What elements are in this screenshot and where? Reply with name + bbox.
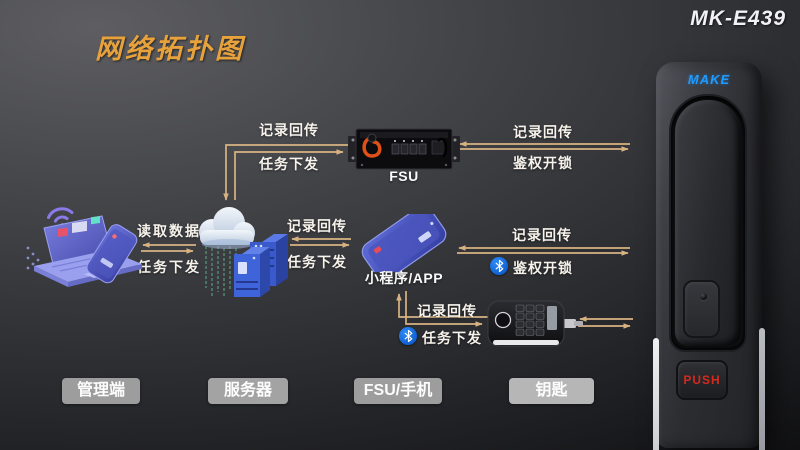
management-terminal-icon [22, 190, 152, 298]
label-phone-key-up: 记录回传 [417, 303, 477, 319]
push-button: PUSH [676, 360, 728, 400]
fsu-device-label: FSU [389, 168, 419, 184]
label-phone-lock-up: 记录回传 [512, 227, 572, 243]
fsu-device-icon [348, 126, 460, 172]
badge-key: 钥匙 [509, 378, 594, 404]
label-cloud-fsu-down: 任务下发 [259, 156, 319, 172]
label-phone-lock-down: 鉴权开锁 [513, 260, 573, 276]
miniapp-label: 小程序/APP [364, 270, 444, 286]
keyhole-icon [700, 293, 707, 300]
label-cloud-fsu-up: 记录回传 [259, 122, 319, 138]
label-server-phone-down: 任务下发 [287, 254, 347, 270]
badge-management: 管理端 [62, 378, 140, 404]
label-fsu-lock-down: 鉴权开锁 [513, 155, 573, 171]
miniapp-phone-icon [352, 205, 456, 281]
smartphone-icon [86, 224, 138, 284]
bluetooth-icon [490, 257, 508, 275]
bluetooth-icon [399, 327, 417, 345]
label-server-phone-up: 记录回传 [287, 218, 347, 234]
brand-logo: MAKE [687, 72, 731, 87]
key-device-icon [486, 296, 586, 352]
product-model: MK-E439 [690, 7, 786, 30]
lock-edge-highlight [653, 338, 659, 450]
data-stream [205, 246, 237, 298]
server-icon [234, 247, 270, 297]
label-fsu-lock-up: 记录回传 [513, 124, 573, 140]
badge-server: 服务器 [208, 378, 288, 404]
lock-cylinder-plate [683, 280, 720, 338]
label-phone-key-down: 任务下发 [422, 330, 482, 346]
cloud-icon [199, 207, 255, 249]
label-admin-server-down: 任务下发 [137, 259, 201, 275]
badge-fsu-phone: FSU/手机 [354, 378, 442, 404]
server-cloud-icon [190, 196, 305, 308]
page-title: 网络拓扑图 [95, 34, 245, 64]
lock-edge-highlight [759, 328, 765, 450]
lock-device: MAKE PUSH [653, 62, 765, 450]
label-admin-server-up: 读取数据 [137, 223, 201, 239]
